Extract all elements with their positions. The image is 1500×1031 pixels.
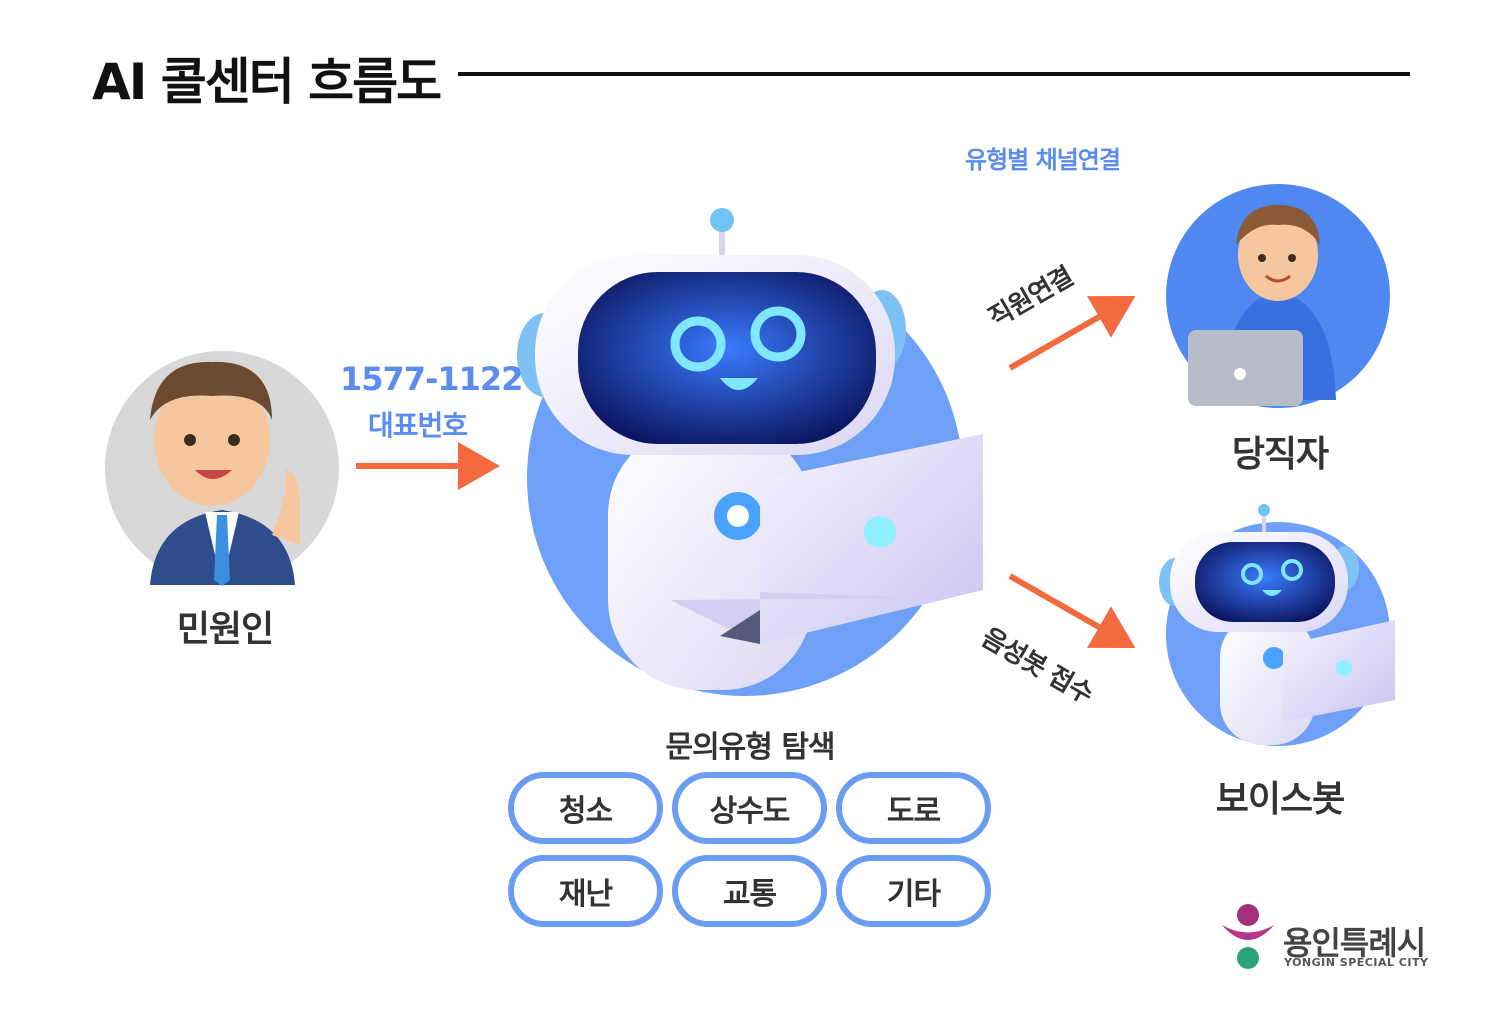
category-button-other: 기타 (836, 855, 991, 927)
category-button-disaster: 재난 (508, 855, 663, 927)
category-button-road: 도로 (836, 772, 991, 844)
yongin-logo-mark (1222, 904, 1274, 969)
category-button-traffic: 교통 (672, 855, 827, 927)
voicebot-avatar (1159, 504, 1395, 746)
arrow-robot-to-voicebot (1008, 573, 1136, 648)
title-divider (458, 72, 1410, 76)
caller-label: 민원인 (176, 609, 274, 650)
category-button-cleaning: 청소 (508, 772, 663, 844)
staff-label: 당직자 (1231, 434, 1329, 475)
arrow-robot-to-staff (1008, 296, 1136, 371)
channel-connection-label: 유형별 채널연결 (965, 146, 1121, 174)
category-button-water-supply: 상수도 (672, 772, 827, 844)
staff-avatar (1166, 184, 1390, 408)
phone-number: 1577-1122 (340, 360, 523, 398)
caller-avatar (105, 351, 339, 586)
page-title: AI 콜센터 흐름도 (92, 53, 442, 111)
ai-robot-illustration (517, 208, 983, 696)
yongin-logo-subtext: YONGIN SPECIAL CITY (1284, 956, 1429, 969)
inquiry-type-title: 문의유형 탐색 (665, 730, 835, 765)
phone-number-caption: 대표번호 (368, 409, 468, 442)
voicebot-label: 보이스봇 (1215, 779, 1345, 820)
yongin-logo-text: 용인특례시 (1283, 924, 1426, 962)
